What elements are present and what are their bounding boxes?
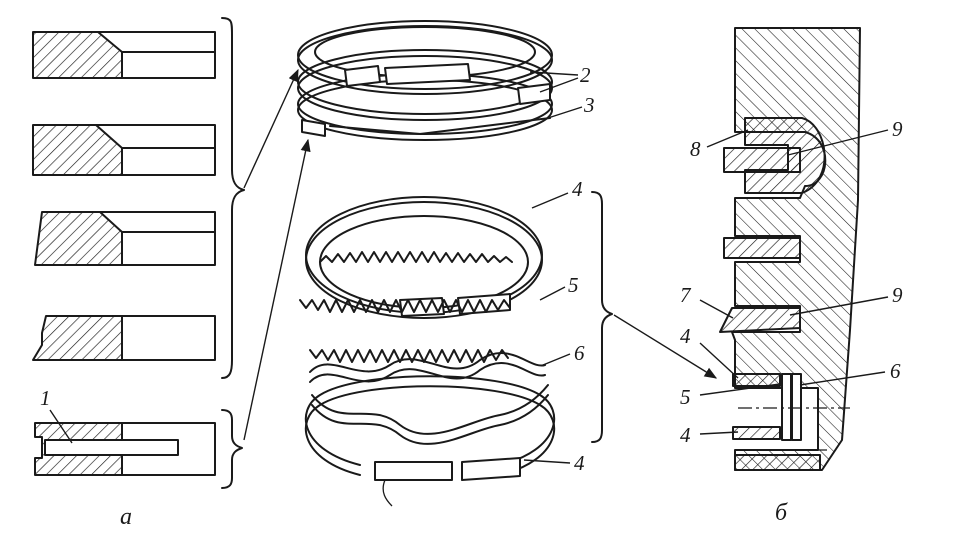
- callout-5: 5: [568, 273, 579, 297]
- leader-7: [699, 299, 734, 319]
- ring-section-2: [32, 124, 216, 176]
- callout-7: 7: [680, 283, 692, 307]
- callout-2: 2: [580, 63, 591, 87]
- leader-8: [706, 129, 749, 148]
- arrow-composite: [243, 138, 311, 441]
- leader-2b: [539, 77, 579, 93]
- leader-4-bottom: [523, 459, 571, 464]
- piston-skirt: [734, 454, 821, 471]
- expander-6: [791, 373, 802, 441]
- leader-6: [542, 353, 571, 366]
- callout-4-bottom: 4: [574, 451, 585, 475]
- compression-rings: 2 3: [297, 20, 595, 141]
- leader-2a: [529, 71, 579, 76]
- radial-expander: 6: [309, 341, 585, 445]
- leader-1: [49, 409, 73, 444]
- leader-4-b-top: [699, 342, 739, 379]
- callout-4-b-top: 4: [680, 324, 691, 348]
- leader-9-top: [787, 129, 889, 156]
- brace-upper: [221, 17, 245, 379]
- callout-6: 6: [574, 341, 585, 365]
- oil-ring-lower-rail: 4: [304, 375, 585, 507]
- leader-3: [547, 106, 583, 119]
- panel-b: 8 9 7 9 4 5 6 4 б: [680, 27, 903, 526]
- leader-4-top: [531, 192, 569, 209]
- ring-section-3: [34, 211, 216, 266]
- panel-a: 1 а: [32, 17, 311, 530]
- ring-section-4: [32, 315, 216, 361]
- leader-5-b: [699, 383, 781, 396]
- arrow-to-section-b: [613, 314, 718, 379]
- callout-9-top: 9: [892, 117, 903, 141]
- callout-4-top: 4: [572, 177, 583, 201]
- callout-6-b: 6: [890, 359, 901, 383]
- callout-3: 3: [583, 93, 595, 117]
- callout-9-bottom: 9: [892, 283, 903, 307]
- callout-8: 8: [690, 137, 701, 161]
- oil-rail-top: [732, 373, 781, 387]
- leader-5: [539, 286, 566, 301]
- arrow-compression: [243, 68, 299, 189]
- ring-section-1: [32, 31, 216, 79]
- caption-b: б: [775, 500, 788, 526]
- caption-a: а: [120, 504, 132, 530]
- ring-second: [723, 237, 801, 259]
- expander-5: [781, 373, 792, 441]
- callout-5-b: 5: [680, 385, 691, 409]
- callout-1: 1: [40, 386, 51, 410]
- oil-ring-upper-rail: 4: [305, 177, 583, 319]
- panel-exploded-rings: 2 3 4 5 6: [297, 20, 718, 507]
- ring-7: [719, 307, 801, 333]
- oil-rail-bottom: [732, 426, 781, 440]
- leader-9-bottom: [789, 296, 889, 316]
- brace-lower: [221, 409, 243, 489]
- leader-4-b-bottom: [699, 431, 739, 435]
- leader-6-b: [799, 371, 886, 386]
- ring-8-lower: [723, 147, 801, 173]
- callout-4-b-bottom: 4: [680, 423, 691, 447]
- axial-expander: 5: [299, 251, 579, 363]
- brace-oil-ring: [591, 191, 613, 443]
- ring-section-5: 1: [34, 386, 216, 476]
